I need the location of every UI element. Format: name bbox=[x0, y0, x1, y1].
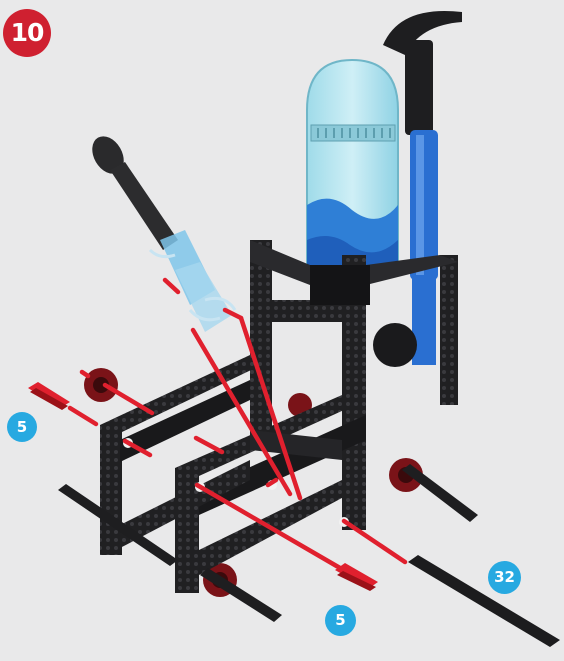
quantity-badge-red-pins-bottom: 5 bbox=[325, 605, 356, 636]
quantity-badge-long-axle: 32 bbox=[488, 561, 521, 594]
water-tank bbox=[307, 60, 398, 272]
quantity-badge-red-pins-left: 5 bbox=[7, 412, 37, 442]
claw-assembly bbox=[86, 131, 235, 332]
long-axle bbox=[408, 555, 560, 647]
step-number-badge: 10 bbox=[3, 9, 51, 57]
